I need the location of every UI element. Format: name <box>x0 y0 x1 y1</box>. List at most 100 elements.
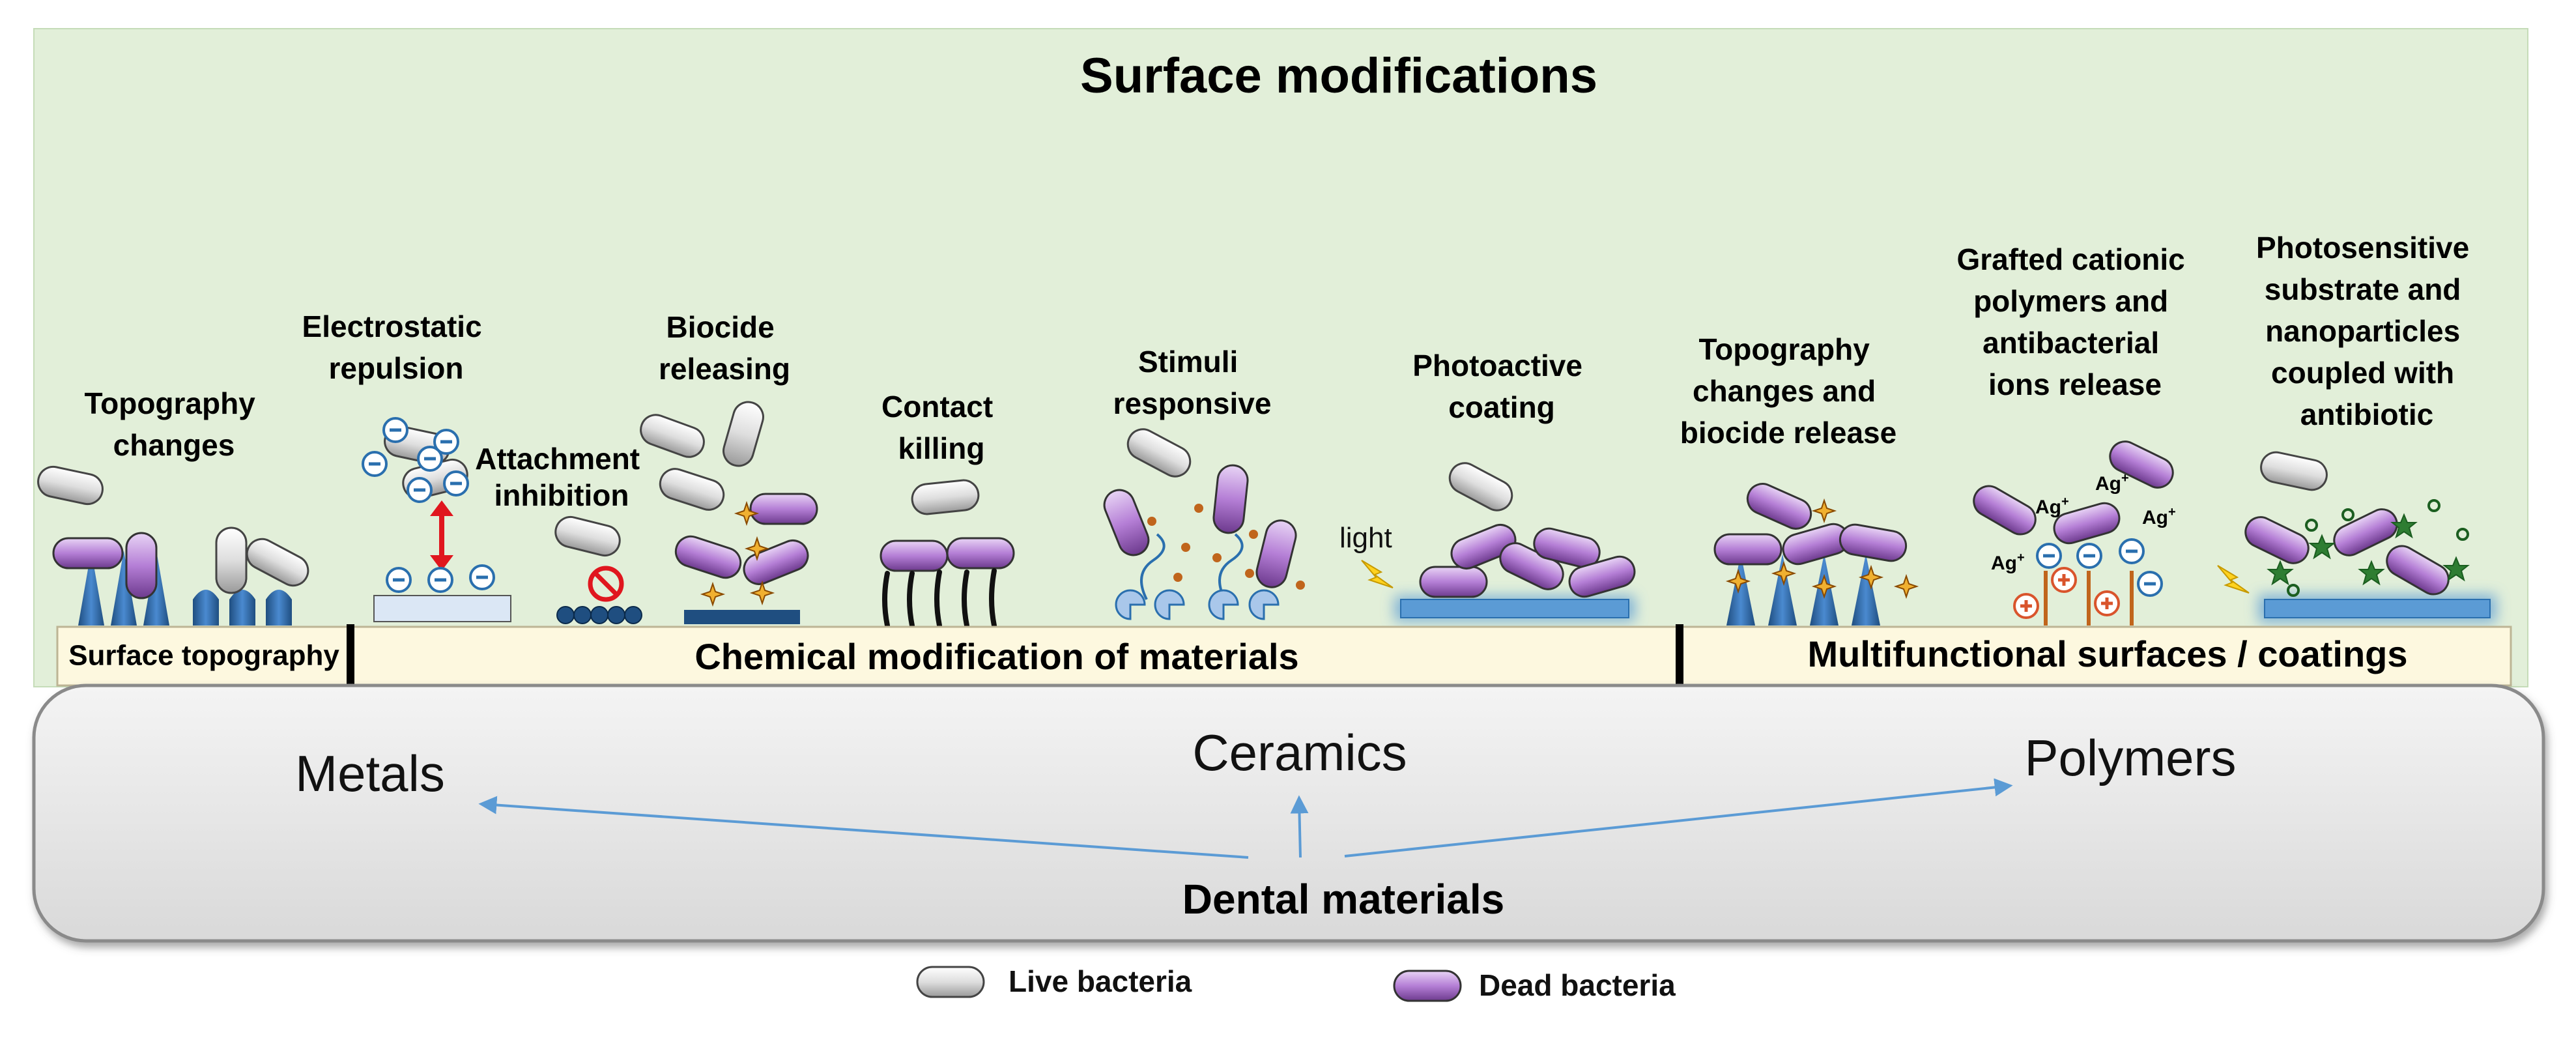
category-label-attachment: Attachment inhibition <box>475 442 648 512</box>
category-label-line: Biocide <box>666 310 775 344</box>
category-label-line: repulsion <box>328 351 463 385</box>
category-label-line: releasing <box>659 352 790 386</box>
category-label-line: responsive <box>1113 386 1272 420</box>
negative-charge <box>417 446 443 472</box>
live-bacterium <box>911 479 980 515</box>
spike <box>1852 554 1880 626</box>
illustration-contact <box>880 479 1015 628</box>
live-bacterium <box>659 468 725 511</box>
band-label-multifunctional: Multifunctional surfaces / coatings <box>1807 633 2407 674</box>
dead-bacterium <box>1839 523 1908 562</box>
live-bacterium <box>640 414 705 458</box>
material-metals: Metals <box>295 745 445 802</box>
dead-bacterium <box>1103 489 1150 556</box>
category-label-line: antibiotic <box>2300 397 2433 431</box>
live-bacterium <box>1126 428 1192 478</box>
category-label-line: ions release <box>1988 367 2162 401</box>
category-label-line: Contact <box>881 390 993 424</box>
grafted-polymer-chains <box>2044 571 2134 626</box>
illustration-photoactive: light <box>1339 462 1636 622</box>
repulsion-arrowhead-down <box>430 555 453 571</box>
category-label-line: Electrostatic <box>302 310 482 343</box>
live-bacterium <box>2260 451 2328 491</box>
category-label-line: changes <box>113 428 235 462</box>
spike <box>111 551 137 626</box>
category-label-line: substrate and <box>2265 272 2461 306</box>
positive-charge <box>2013 593 2039 619</box>
band-label-surface-topography: Surface topography <box>68 640 339 672</box>
polymer-brush <box>556 606 642 624</box>
stimuli-tethers <box>1140 533 1244 600</box>
band-divider <box>1676 624 1683 688</box>
category-label-line: Stimuli <box>1138 345 1238 379</box>
dead-bacterium <box>2109 440 2174 489</box>
dead-bacterium <box>2244 516 2310 564</box>
category-label-line: Topography <box>1698 332 1870 366</box>
dead-bacterium <box>1419 566 1488 598</box>
light-label: light <box>1339 522 1392 554</box>
silver-ion-label: Ag+ <box>1991 551 2025 574</box>
category-label-biocide: Biocide releasing <box>659 310 790 386</box>
negative-charge <box>469 564 495 590</box>
live-bacterium <box>215 526 248 594</box>
live-bacterium <box>554 515 621 557</box>
category-label-line: coating <box>1448 390 1555 424</box>
category-label-photosensitive: Photosensitive substrate and nanoparticl… <box>2256 231 2478 431</box>
dead-bacterium <box>1255 519 1297 588</box>
spike <box>1726 554 1755 626</box>
negative-charge <box>407 477 433 503</box>
stimuli-particles <box>1147 504 1305 590</box>
illustration-grafted-cationic: Ag+ Ag+ Ag+ Ag+ <box>1973 440 2176 626</box>
category-label-line: coupled with <box>2271 356 2454 390</box>
live-bacterium <box>723 401 764 467</box>
illustration-topography <box>37 465 309 626</box>
stimuli-receptors <box>1115 589 1280 620</box>
negative-charge <box>2036 543 2062 569</box>
dental-materials-base <box>32 684 2545 943</box>
spike <box>78 551 104 626</box>
dead-bacterium <box>125 532 158 599</box>
material-ceramics: Ceramics <box>1192 724 1407 781</box>
spike <box>1768 554 1797 626</box>
illustration-attachment <box>554 515 642 624</box>
photosensitive-substrate <box>2264 599 2491 618</box>
bump <box>266 590 292 626</box>
live-bacterium <box>37 465 104 506</box>
negative-charge <box>362 451 388 477</box>
biocide-substrate <box>684 610 800 624</box>
arrow-to-ceramics <box>1290 795 1309 858</box>
band-label-chemical-modification: Chemical modification of materials <box>694 636 1298 677</box>
category-label-line: Attachment <box>475 442 640 476</box>
category-label-line: changes and <box>1693 374 1876 408</box>
category-label-line: antibacterial <box>1982 326 2159 360</box>
legend-swatch-dead <box>1393 970 1462 1002</box>
legend: Live bacteria Dead bacteria <box>916 964 1676 1002</box>
category-label-stimuli: Stimuli responsive <box>1113 345 1272 420</box>
negative-charge <box>2137 571 2163 597</box>
silver-ion-label: Ag+ <box>2142 505 2176 528</box>
charged-substrate <box>373 595 511 622</box>
category-label-line: Topography <box>84 386 255 420</box>
dead-bacterium <box>2386 545 2450 596</box>
dead-bacterium <box>674 535 742 579</box>
illustration-topography-biocide <box>1713 483 1917 626</box>
negative-charge <box>2119 538 2145 564</box>
band-divider <box>347 624 354 688</box>
legend-swatch-live <box>916 966 985 998</box>
photoactive-substrate <box>1400 599 1629 618</box>
arrow-to-metals <box>478 796 1249 859</box>
dead-bacterium <box>1746 483 1812 530</box>
positive-charge <box>2051 567 2077 593</box>
category-label-line: Photoactive <box>1412 349 1582 382</box>
illustration-photosensitive <box>2217 451 2497 623</box>
category-label-topography-biocide: Topography changes and biocide release <box>1680 332 1896 450</box>
repulsion-arrowhead-up <box>430 500 453 516</box>
category-label-grafted-cationic: Grafted cationic polymers and antibacter… <box>1957 242 2194 401</box>
prohibition-icon <box>588 566 624 602</box>
dead-bacterium <box>2053 502 2121 545</box>
prohibition-icon-slash <box>594 571 618 596</box>
category-label-topography: Topography changes <box>84 386 263 462</box>
dead-bacterium <box>743 540 809 585</box>
contact-brushes <box>882 568 997 628</box>
illustration-biocide <box>640 401 818 624</box>
